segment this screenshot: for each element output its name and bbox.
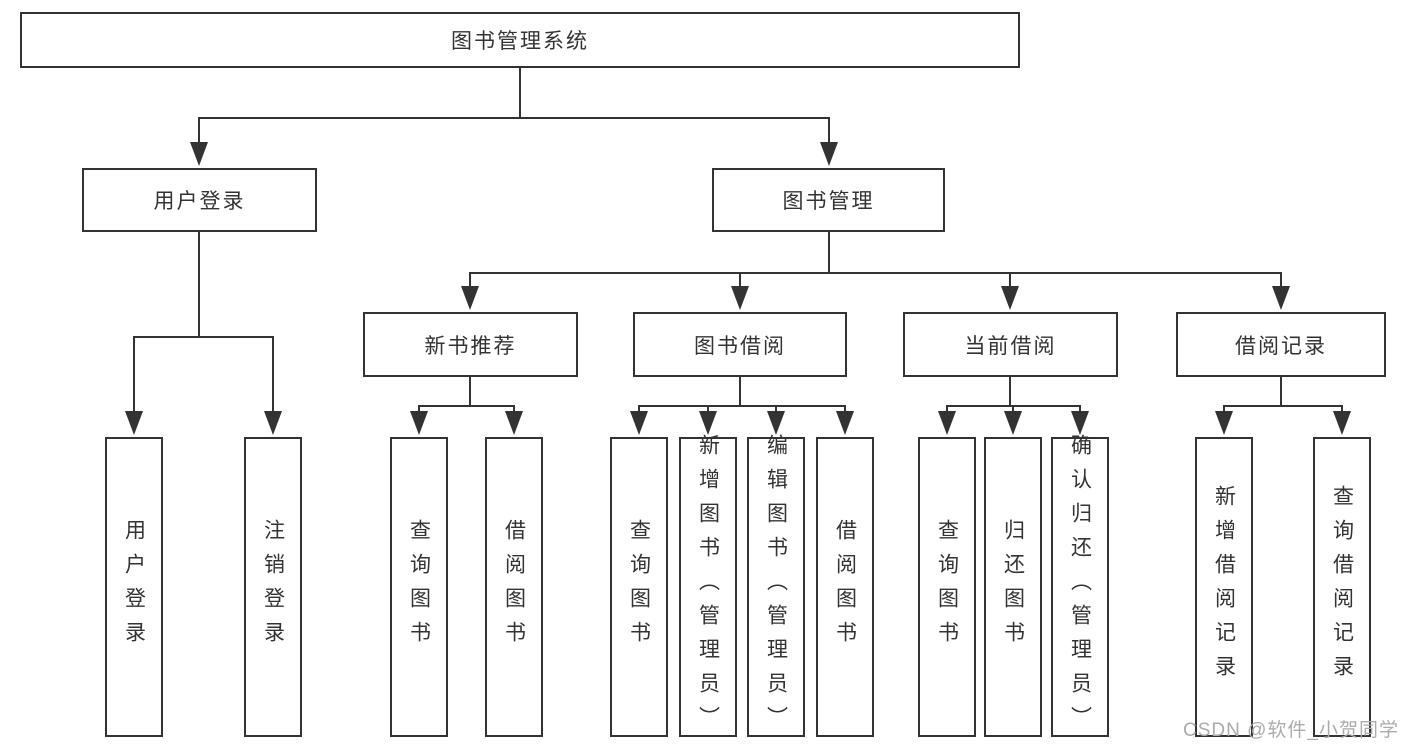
leaf-borrow-books-label: 借阅图书 — [833, 519, 857, 655]
leaf-return-books-label: 归还图书 — [1001, 519, 1025, 655]
leaf-recommend-query-books: 查询图书 — [390, 437, 448, 737]
leaf-confirm-return-admin-label: 确认归还（管理员） — [1068, 434, 1092, 740]
connector-stem — [469, 377, 471, 407]
leaf-add-books-admin: 新增图书（管理员） — [679, 434, 737, 740]
connector-drop — [1280, 272, 1282, 287]
leaf-add-borrow-record: 新增借阅记录 — [1195, 437, 1253, 737]
leaf-query-borrow-record: 查询借阅记录 — [1313, 437, 1371, 737]
arrowhead-icon — [505, 411, 523, 435]
connector-drop — [513, 405, 515, 413]
arrowhead-icon — [820, 142, 838, 166]
leaf-current-query-books: 查询图书 — [918, 437, 976, 737]
connector-drop-user — [198, 117, 200, 143]
node-root: 图书管理系统 — [20, 12, 1020, 68]
leaf-logout-label: 注销登录 — [261, 519, 285, 655]
connector-drop — [272, 336, 274, 412]
leaf-edit-books-admin-label: 编辑图书（管理员） — [764, 434, 788, 740]
connector-root-stem — [519, 68, 521, 118]
connector-stem — [1009, 377, 1011, 407]
leaf-recommend-borrow-books-label: 借阅图书 — [502, 519, 526, 655]
node-borrow-records-label: 借阅记录 — [1235, 334, 1327, 358]
arrowhead-icon — [1004, 411, 1022, 435]
arrowhead-icon — [461, 286, 479, 310]
leaf-confirm-return-admin: 确认归还（管理员） — [1051, 434, 1109, 740]
connector-drop — [469, 272, 471, 287]
connector-drop — [946, 405, 948, 413]
node-new-book-recommend: 新书推荐 — [363, 312, 578, 377]
leaf-query-borrow-record-label: 查询借阅记录 — [1330, 485, 1354, 689]
connector-drop — [133, 336, 135, 412]
arrowhead-icon — [410, 411, 428, 435]
connector-drop — [638, 405, 640, 413]
connector-drop — [1079, 405, 1081, 413]
leaf-edit-books-admin: 编辑图书（管理员） — [747, 434, 805, 740]
arrowhead-icon — [190, 142, 208, 166]
arrowhead-icon — [767, 411, 785, 435]
csdn-watermark: CSDN @软件_小贺同学 — [1183, 720, 1399, 741]
arrowhead-icon — [699, 411, 717, 435]
connector-drop — [775, 405, 777, 413]
leaf-user-login-label: 用户登录 — [122, 519, 146, 655]
leaf-current-query-books-label: 查询图书 — [935, 519, 959, 655]
leaf-recommend-borrow-books: 借阅图书 — [485, 437, 543, 737]
connector-bar — [1223, 405, 1343, 407]
connector-user-stem — [198, 232, 200, 338]
connector-drop — [739, 272, 741, 287]
node-book-borrow: 图书借阅 — [633, 312, 847, 377]
arrowhead-icon — [264, 411, 282, 435]
node-current-borrow-label: 当前借阅 — [964, 334, 1057, 358]
connector-stem — [739, 377, 741, 407]
leaf-user-login: 用户登录 — [105, 437, 163, 737]
leaf-logout: 注销登录 — [244, 437, 302, 737]
arrowhead-icon — [1272, 286, 1290, 310]
connector-bar — [418, 405, 515, 407]
leaf-borrow-query-books-label: 查询图书 — [627, 519, 651, 655]
connector-drop — [1009, 272, 1011, 287]
arrowhead-icon — [731, 286, 749, 310]
connector-stem — [1280, 377, 1282, 407]
arrowhead-icon — [836, 411, 854, 435]
connector-drop — [1012, 405, 1014, 413]
node-user-login: 用户登录 — [82, 168, 317, 232]
node-user-login-label: 用户登录 — [153, 190, 246, 213]
arrowhead-icon — [1001, 286, 1019, 310]
node-root-label: 图书管理系统 — [451, 30, 589, 53]
connector-book-stem — [828, 232, 830, 274]
connector-level1-bar — [198, 117, 830, 119]
connector-drop — [1223, 405, 1225, 413]
node-book-management-label: 图书管理 — [782, 190, 875, 213]
leaf-recommend-query-books-label: 查询图书 — [407, 519, 431, 655]
connector-level3-bar — [469, 272, 1282, 274]
connector-drop — [844, 405, 846, 413]
connector-drop — [418, 405, 420, 413]
node-new-book-recommend-label: 新书推荐 — [424, 334, 517, 358]
node-book-management: 图书管理 — [712, 168, 945, 232]
arrowhead-icon — [630, 411, 648, 435]
node-book-borrow-label: 图书借阅 — [694, 334, 786, 358]
connector-bar — [638, 405, 846, 407]
node-borrow-records: 借阅记录 — [1176, 312, 1386, 377]
arrowhead-icon — [938, 411, 956, 435]
arrowhead-icon — [1215, 411, 1233, 435]
connector-drop-book — [828, 117, 830, 143]
leaf-borrow-books: 借阅图书 — [816, 437, 874, 737]
connector-drop — [1341, 405, 1343, 413]
leaf-add-books-admin-label: 新增图书（管理员） — [696, 434, 720, 740]
leaf-return-books: 归还图书 — [984, 437, 1042, 737]
leaf-add-borrow-record-label: 新增借阅记录 — [1212, 485, 1236, 689]
arrowhead-icon — [1071, 411, 1089, 435]
leaf-borrow-query-books: 查询图书 — [610, 437, 668, 737]
connector-drop — [707, 405, 709, 413]
arrowhead-icon — [125, 411, 143, 435]
connector-user-bar — [133, 336, 274, 338]
arrowhead-icon — [1333, 411, 1351, 435]
node-current-borrow: 当前借阅 — [903, 312, 1118, 377]
